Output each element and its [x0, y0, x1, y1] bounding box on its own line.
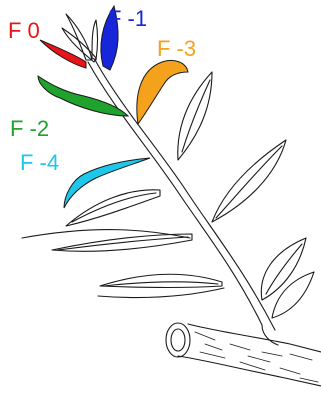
- label-f-2: F -2: [10, 118, 49, 140]
- label-f-1: F -1: [108, 8, 147, 30]
- label-f-4: F -4: [20, 152, 59, 174]
- leaf-f-2: [38, 76, 128, 116]
- leaf-f0: [40, 40, 86, 68]
- cut-end: [166, 323, 190, 357]
- leaf-outline: [66, 190, 160, 226]
- leaf-f-3: [137, 60, 188, 124]
- label-f-3: F -3: [157, 38, 196, 60]
- leaf-outline: [100, 274, 222, 287]
- label-f0: F 0: [8, 20, 40, 42]
- leaf-outline: [272, 272, 314, 318]
- cut-branch-base: [166, 323, 321, 386]
